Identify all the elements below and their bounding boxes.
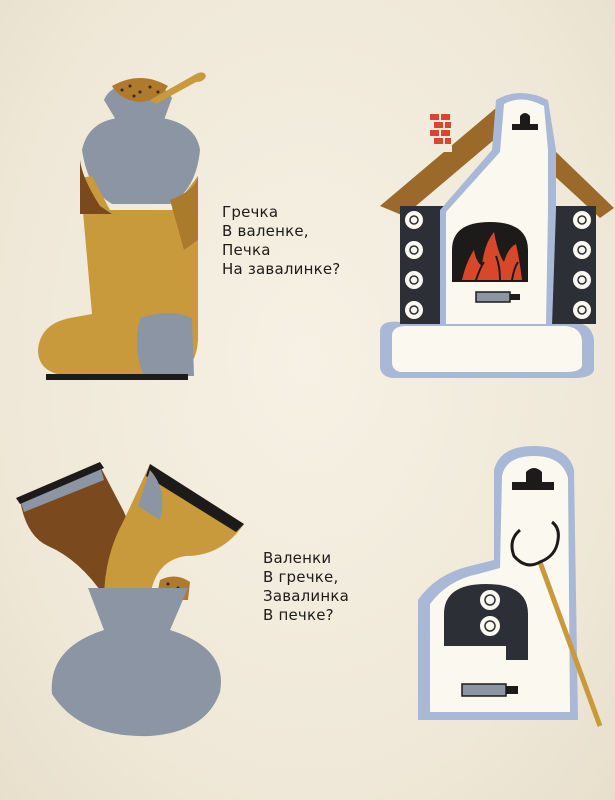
ash-door bbox=[475, 291, 511, 303]
right-boot bbox=[104, 464, 244, 600]
poem-line: Завалинка bbox=[263, 587, 350, 605]
roof-left bbox=[380, 108, 508, 216]
boot-shading bbox=[170, 176, 198, 250]
stove-with-poker-illustration bbox=[418, 446, 603, 727]
boot-sole bbox=[46, 374, 188, 380]
clay-pot bbox=[51, 588, 221, 737]
poem-line: Валенки bbox=[263, 549, 332, 567]
poem-line: В валенке, bbox=[222, 222, 309, 240]
buckwheat-in-pot bbox=[112, 78, 168, 102]
damper-handle bbox=[512, 113, 538, 130]
brick-chimney bbox=[428, 112, 452, 152]
stove-in-house-illustration bbox=[380, 93, 614, 378]
poem-felt-boots: Валенки В гречке, Завалинка В печке? bbox=[263, 549, 349, 625]
felt-boot-with-pot-illustration bbox=[38, 72, 206, 380]
wooden-spoon bbox=[150, 72, 206, 104]
oven-fork-icon bbox=[510, 520, 560, 567]
roof-right bbox=[548, 152, 614, 218]
damper-handle-2 bbox=[512, 468, 554, 490]
oven-fork-handle bbox=[537, 561, 603, 727]
poem-line: Печка bbox=[222, 241, 271, 259]
left-boot-patch bbox=[20, 466, 104, 512]
pot-body bbox=[82, 118, 200, 204]
fire-icon bbox=[462, 232, 522, 280]
poem-line: На завалинке? bbox=[222, 260, 341, 278]
poem-line: В гречке, bbox=[263, 568, 339, 586]
boot-inner-shadow bbox=[80, 160, 112, 214]
poem-line: В печке? bbox=[263, 606, 334, 624]
poem-buckwheat: Гречка В валенке, Печка На завалинке? bbox=[222, 203, 340, 279]
boot-patch bbox=[136, 313, 194, 376]
poem-line: Гречка bbox=[222, 203, 279, 221]
ash-door-2 bbox=[461, 683, 507, 697]
boots-in-pot-illustration bbox=[16, 462, 244, 737]
zavalinka-base bbox=[392, 326, 582, 372]
